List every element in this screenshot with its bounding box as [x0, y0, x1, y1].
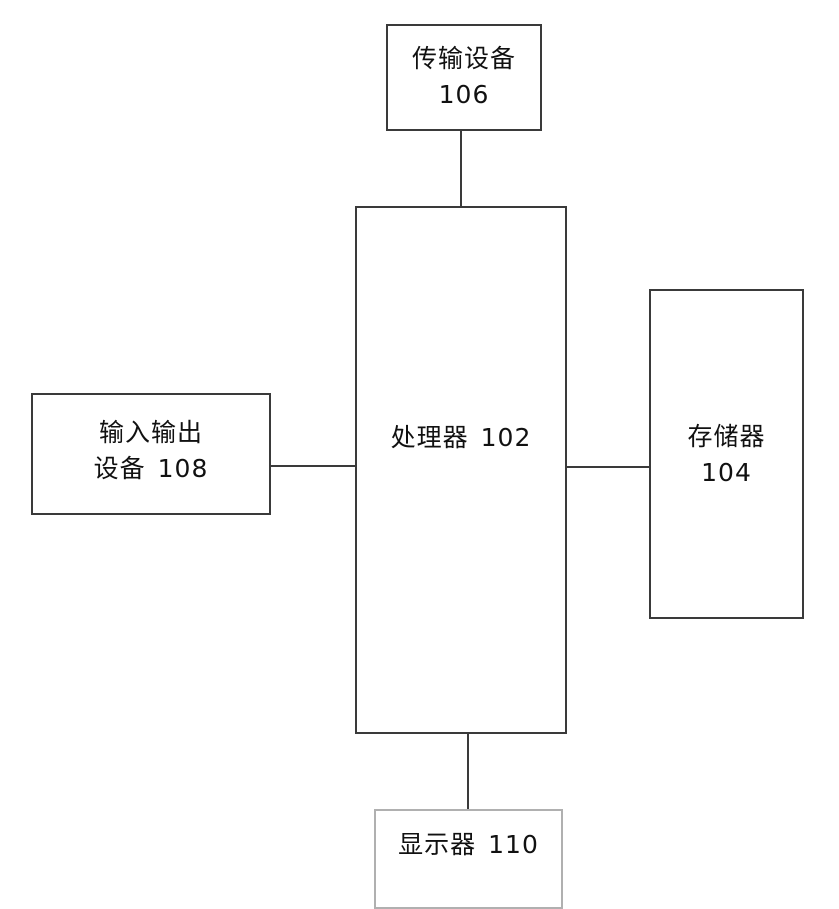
connector-processor-io [271, 465, 355, 467]
io-device-number: 108 [158, 454, 209, 483]
display-label: 显示器 [398, 830, 476, 859]
processor-node: 处理器 102 [355, 206, 567, 734]
storage-label: 存储器 [687, 419, 765, 455]
io-device-node: 输入输出 设备 108 [31, 393, 271, 515]
io-device-label-row-2: 设备 108 [94, 451, 209, 487]
io-device-label: 输入输出 [99, 415, 203, 451]
display-label-row: 显示器 110 [398, 827, 539, 863]
transmission-device-label: 传输设备 [412, 41, 516, 77]
processor-label-row: 处理器 102 [391, 420, 532, 456]
io-device-label-2: 设备 [94, 454, 146, 483]
display-node: 显示器 110 [374, 809, 563, 909]
storage-number: 104 [701, 455, 752, 491]
connector-processor-display [467, 734, 469, 809]
display-number: 110 [488, 830, 539, 859]
transmission-device-node: 传输设备 106 [386, 24, 542, 131]
processor-label: 处理器 [391, 423, 469, 452]
processor-number: 102 [481, 423, 532, 452]
storage-node: 存储器 104 [649, 289, 804, 619]
connector-processor-storage [567, 466, 649, 468]
connector-processor-transmission [460, 131, 462, 206]
transmission-device-number: 106 [439, 77, 490, 113]
